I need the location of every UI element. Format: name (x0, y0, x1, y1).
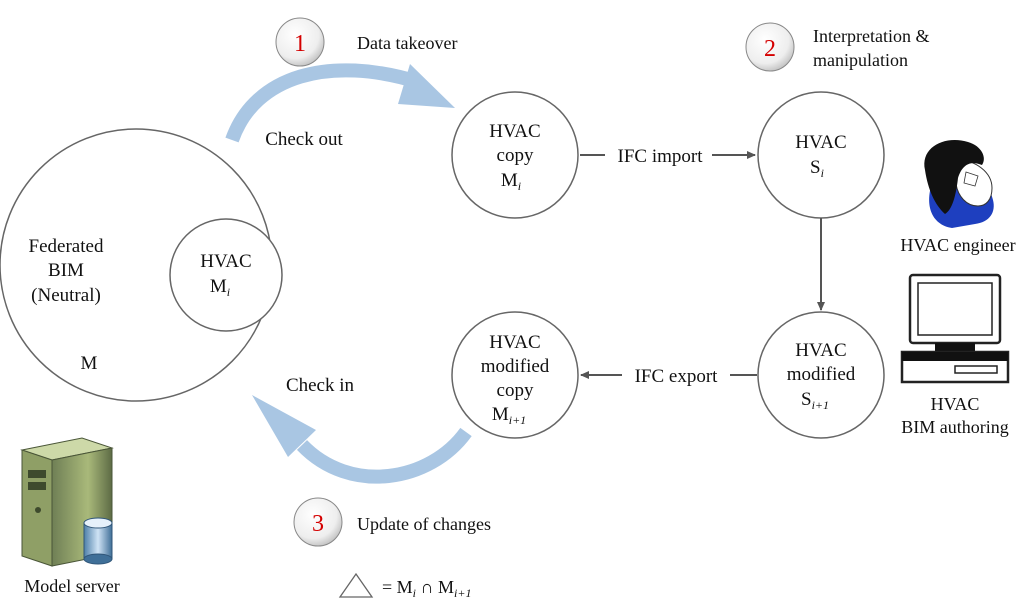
engineer-label: HVAC engineer (900, 235, 1015, 255)
mod-copy-line2: modified (481, 356, 550, 377)
legend: = Mi ∩ Mi+1 (338, 572, 471, 600)
triangle-icon (338, 572, 374, 598)
hvac-modified-copy-node: HVAC modified copy Mi+1 (451, 311, 579, 439)
person-icon: HVAC engineer (900, 140, 1016, 255)
mod-copy-line3: copy (497, 380, 534, 401)
ifc-export-arrow: IFC export (580, 366, 757, 387)
check-in-arrow: Check in (252, 375, 472, 484)
computer-icon: HVAC BIM authoring (900, 273, 1010, 437)
federated-model-letter: M (81, 353, 98, 374)
step-2-badge: 2 (745, 22, 795, 72)
check-in-label: Check in (286, 375, 355, 396)
check-out-arrow: Check out (225, 63, 455, 150)
ifc-import-arrow: IFC import (580, 146, 756, 167)
copy-model: Mi (501, 170, 521, 193)
ifc-export-label: IFC export (635, 366, 719, 387)
step-1-label: Data takeover (357, 33, 457, 53)
authoring-label-line2: BIM authoring (901, 417, 1009, 437)
step-1-badge: 1 (275, 17, 325, 67)
copy-line1: HVAC (489, 121, 540, 142)
step-3-number: 3 (312, 511, 324, 537)
hvac-inner-node: HVAC Mi (169, 218, 283, 332)
step-1-number: 1 (294, 31, 306, 57)
federated-line2: BIM (48, 260, 84, 281)
s-line1: HVAC (795, 132, 846, 153)
authoring-label-line1: HVAC (931, 394, 980, 414)
mod-s-line1: HVAC (795, 340, 846, 361)
hvac-s-node: HVAC Si (757, 91, 885, 219)
federated-line1: Federated (29, 236, 104, 257)
server-icon: Model server (20, 437, 120, 596)
mod-copy-model: Mi+1 (492, 404, 526, 427)
s-model: Si (810, 157, 824, 180)
step-2-label-line2: manipulation (813, 50, 908, 70)
mod-s-model: Si+1 (801, 389, 829, 412)
inner-model: Mi (210, 276, 230, 299)
check-out-label: Check out (265, 129, 343, 150)
server-label: Model server (24, 576, 119, 596)
inner-title: HVAC (200, 251, 251, 272)
mod-copy-line1: HVAC (489, 332, 540, 353)
hvac-modified-s-node: HVAC modified Si+1 (757, 311, 885, 439)
step-2-label-line1: Interpretation & (813, 26, 929, 46)
federated-line3: (Neutral) (31, 285, 101, 306)
legend-formula: = Mi ∩ Mi+1 (382, 577, 471, 600)
federated-bim-node: Federated BIM (Neutral) M HVAC Mi (0, 128, 283, 402)
step-3-badge: 3 (293, 497, 343, 547)
hvac-copy-node: HVAC copy Mi (451, 91, 579, 219)
copy-line2: copy (497, 145, 534, 166)
mod-s-line2: modified (787, 364, 856, 385)
step-2-number: 2 (764, 36, 776, 62)
step-3-label: Update of changes (357, 514, 491, 534)
ifc-import-label: IFC import (618, 146, 704, 167)
